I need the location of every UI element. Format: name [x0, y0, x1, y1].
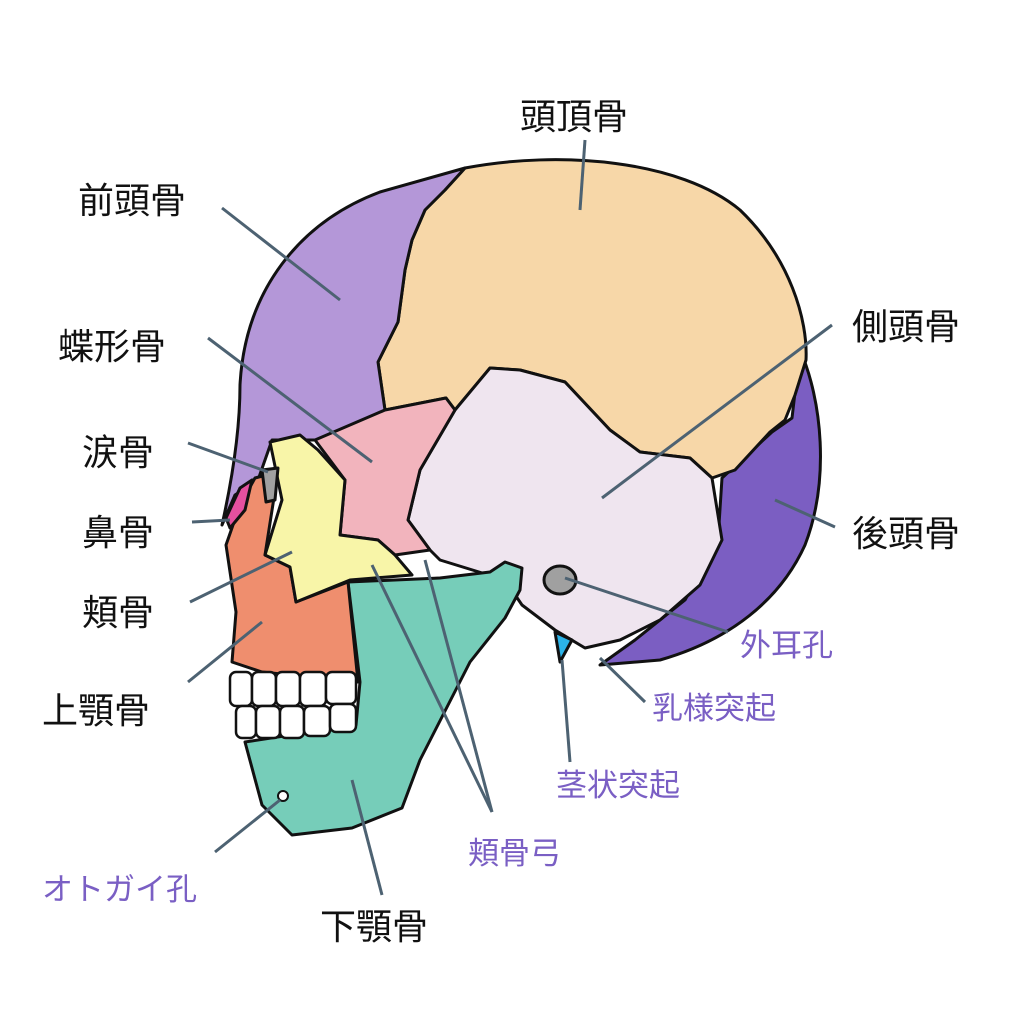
label-mental-foramen: オトガイ孔 — [42, 872, 197, 908]
label-nasal: 鼻骨 — [82, 513, 155, 554]
label-maxilla: 上顎骨 — [42, 691, 151, 732]
zygomatic-bone — [263, 433, 414, 604]
label-zygomatic: 頬骨 — [82, 593, 155, 634]
label-parietal: 頭頂骨 — [520, 97, 629, 138]
mental-foramen — [277, 790, 289, 802]
occipital-bone — [598, 348, 822, 667]
styloid-process — [553, 630, 574, 664]
label-sphenoid: 蝶形骨 — [58, 327, 167, 368]
lacrimal-bone — [260, 466, 280, 504]
pointer-lines — [187, 139, 836, 896]
label-temporal: 側頭骨 — [852, 307, 961, 348]
label-occipital: 後頭骨 — [852, 514, 961, 555]
label-frontal: 前頭骨 — [78, 181, 187, 222]
temporal-bone — [406, 366, 724, 650]
label-external-acoustic-meatus: 外耳孔 — [740, 628, 833, 664]
nasal-bone — [224, 478, 254, 530]
teeth — [228, 670, 358, 740]
label-lacrimal: 涙骨 — [82, 433, 155, 474]
label-mastoid-process: 乳様突起 — [652, 691, 776, 727]
label-styloid-process: 茎状突起 — [556, 768, 680, 804]
label-zygomatic-arch: 頬骨弓 — [468, 836, 561, 872]
frontal-bone — [220, 166, 467, 527]
external-ear-hole — [542, 564, 578, 596]
label-mandible: 下顎骨 — [320, 907, 429, 948]
